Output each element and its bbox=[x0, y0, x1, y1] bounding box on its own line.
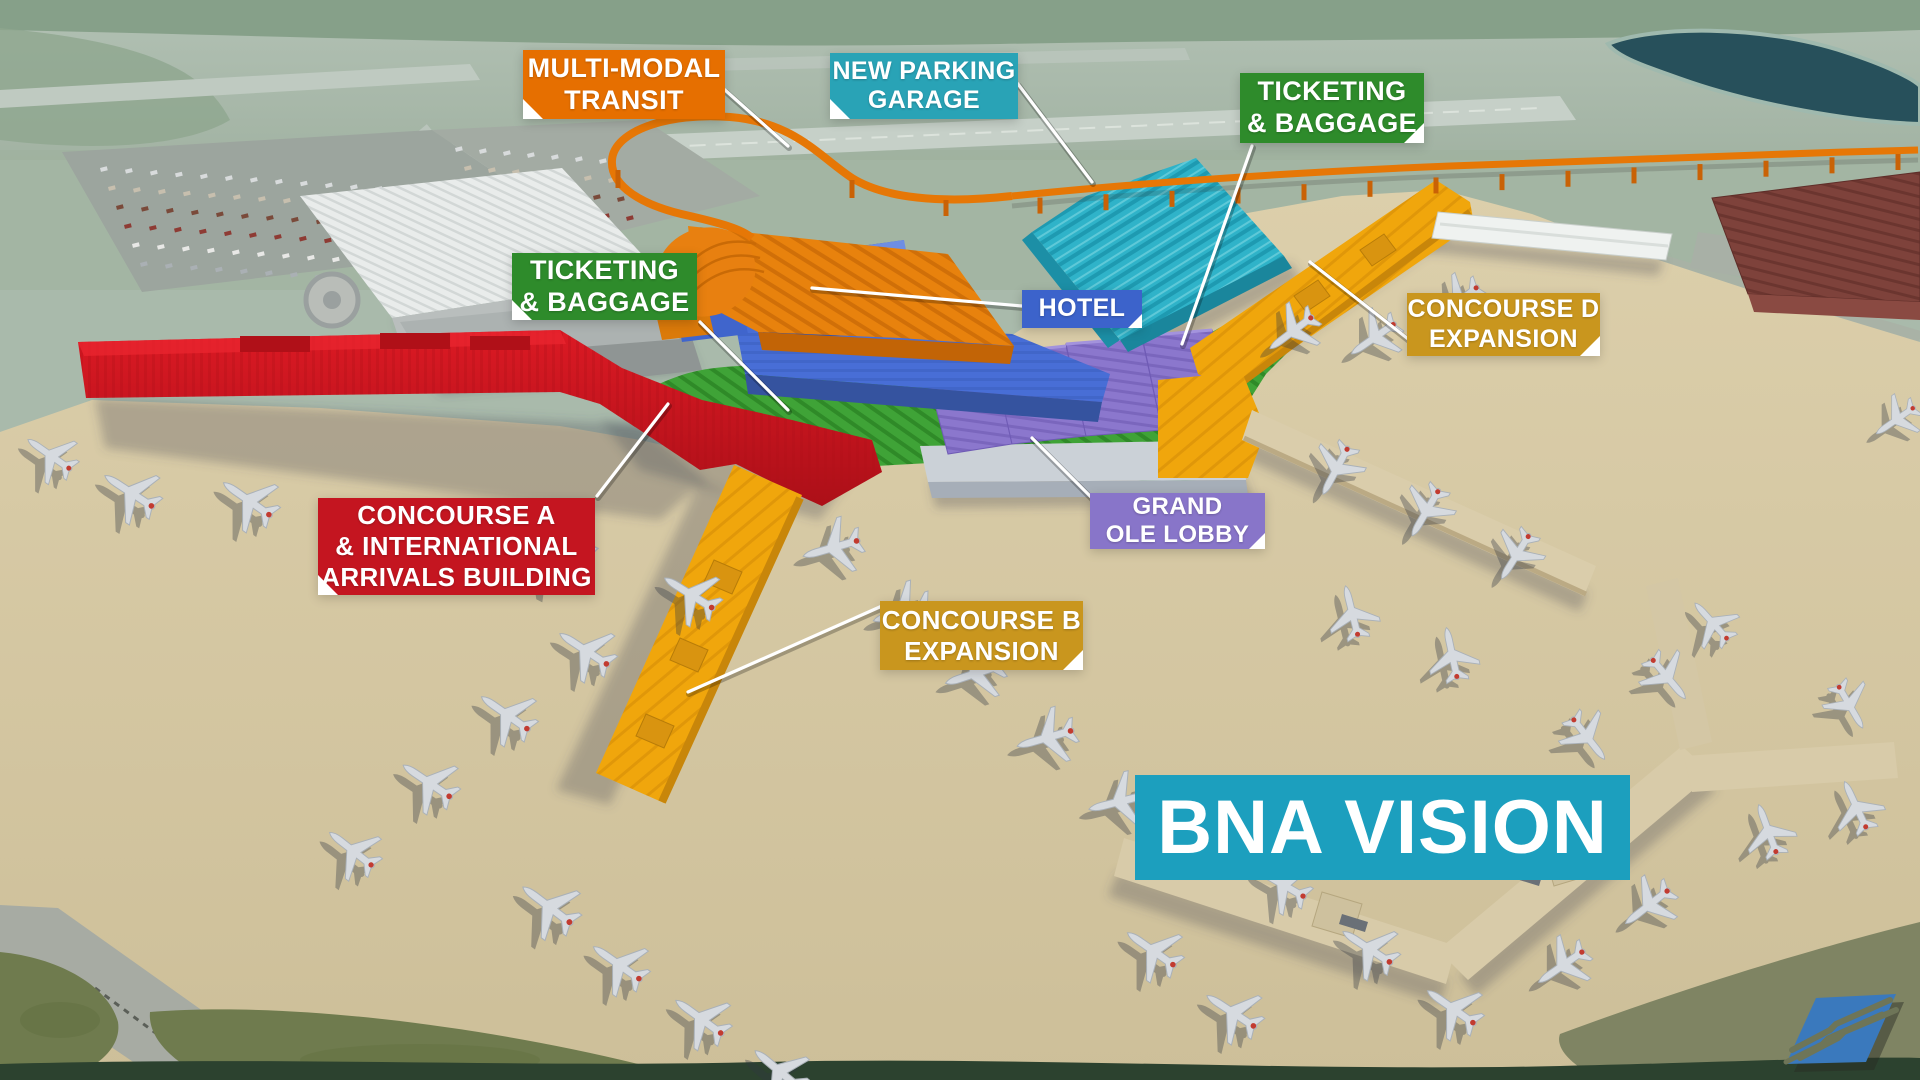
callout-text: MULTI-MODAL TRANSIT bbox=[527, 52, 721, 115]
callout-text: CONCOURSE B EXPANSION bbox=[881, 604, 1082, 666]
bna-vision-banner: BNA VISION bbox=[1135, 775, 1630, 880]
callout-text: NEW PARKING GARAGE bbox=[832, 56, 1016, 115]
bna-logo bbox=[1783, 994, 1904, 1072]
bna-logo-mark bbox=[1783, 994, 1899, 1065]
callout-notch bbox=[523, 99, 543, 119]
callout-ticketing-baggage-left: TICKETING & BAGGAGE bbox=[512, 253, 697, 320]
callout-text: TICKETING & BAGGAGE bbox=[1246, 76, 1418, 138]
callout-concourse-b-expansion: CONCOURSE B EXPANSION bbox=[880, 601, 1083, 670]
callout-concourse-a-international: CONCOURSE A & INTERNATIONAL ARRIVALS BUI… bbox=[318, 498, 595, 595]
multi-modal-transit-building bbox=[650, 226, 1014, 364]
callout-notch bbox=[318, 575, 338, 595]
callout-ticketing-baggage-top: TICKETING & BAGGAGE bbox=[1240, 73, 1424, 143]
callout-text: GRAND OLE LOBBY bbox=[1105, 492, 1250, 548]
callout-concourse-d-expansion: CONCOURSE D EXPANSION bbox=[1407, 293, 1600, 356]
callout-notch bbox=[1128, 314, 1142, 328]
callout-notch bbox=[1404, 123, 1424, 143]
banner-text: BNA VISION bbox=[1157, 785, 1608, 870]
callout-notch bbox=[1063, 650, 1083, 670]
callout-grand-ole-lobby: GRAND OLE LOBBY bbox=[1090, 493, 1265, 549]
callout-notch bbox=[512, 300, 532, 320]
callout-text: CONCOURSE D EXPANSION bbox=[1407, 295, 1600, 353]
concourse-d-expansion-building bbox=[1158, 180, 1474, 478]
callout-text: CONCOURSE A & INTERNATIONAL ARRIVALS BUI… bbox=[321, 500, 592, 592]
callout-text: HOTEL bbox=[1038, 294, 1126, 323]
callout-new-parking-garage: NEW PARKING GARAGE bbox=[830, 53, 1018, 119]
callout-text: TICKETING & BAGGAGE bbox=[519, 254, 690, 317]
callout-notch bbox=[830, 99, 850, 119]
concourse-b-expansion-building bbox=[596, 465, 804, 804]
callout-multi-modal-transit: MULTI-MODAL TRANSIT bbox=[523, 50, 725, 119]
callout-leader-lines bbox=[595, 82, 1416, 697]
callout-notch bbox=[1249, 533, 1265, 549]
concourse-a-building bbox=[78, 330, 882, 506]
callout-notch bbox=[1580, 336, 1600, 356]
callout-hotel: HOTEL bbox=[1022, 290, 1142, 328]
